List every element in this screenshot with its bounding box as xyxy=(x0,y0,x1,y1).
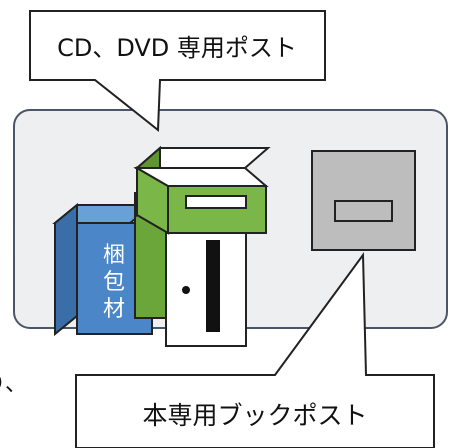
keyhole-icon xyxy=(182,286,190,294)
vertical-slot xyxy=(206,240,220,332)
edge-text: り、 xyxy=(0,372,27,397)
callout-top: CD、DVD 専用ポスト xyxy=(29,10,326,133)
cd-dvd-post xyxy=(133,145,271,347)
cd-post-roof-front xyxy=(167,185,267,234)
packaging-box-side xyxy=(54,202,78,337)
callout-bottom-shape xyxy=(75,252,435,448)
packaging-box-char-2: 包 xyxy=(103,270,125,295)
callout-top-shape xyxy=(29,10,326,133)
cd-post-roof-lid xyxy=(133,167,269,187)
packaging-box-char-3: 材 xyxy=(103,297,125,322)
cd-slot xyxy=(185,195,247,209)
packaging-box-char-1: 梱 xyxy=(103,243,125,268)
callout-bottom-label: 本専用ブックポスト xyxy=(142,401,367,430)
book-slot xyxy=(334,200,393,222)
callout-top-label: CD、DVD 専用ポスト xyxy=(57,34,297,62)
book-post xyxy=(311,150,416,251)
callout-bottom: 本専用ブックポスト xyxy=(75,252,435,448)
